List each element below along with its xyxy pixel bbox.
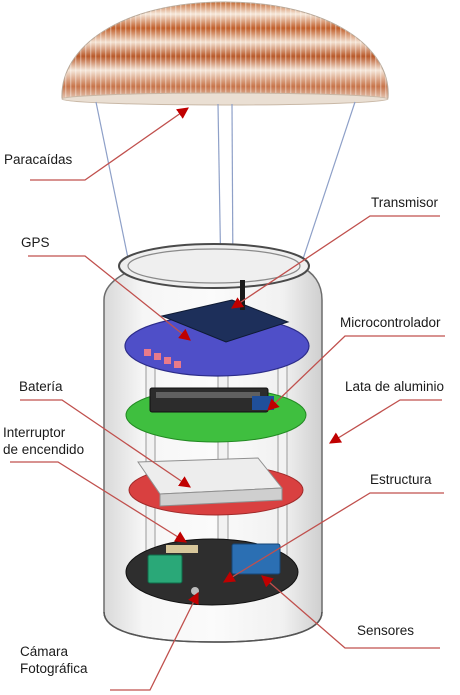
leader-bateria: [20, 399, 191, 488]
label-microcontrolador: Microcontrolador: [340, 315, 441, 330]
leader-microcontrolador: [267, 335, 445, 411]
leader-lines: [10, 107, 445, 691]
leader-estructura: [223, 492, 444, 583]
label-paracaidas: Paracaídas: [4, 152, 73, 167]
leader-transmisor: [231, 215, 440, 309]
label-interruptor-de-encendido: Interruptor de encendido: [3, 425, 85, 457]
leader-sensores: [261, 575, 440, 649]
label-transmisor: Transmisor: [371, 195, 439, 210]
label-camara-fotografica: Cámara Fotográfica: [20, 644, 88, 676]
leader-paracaidas: [30, 107, 189, 181]
label-estructura: Estructura: [370, 472, 432, 487]
label-gps: GPS: [21, 235, 50, 250]
gps-board: [124, 280, 310, 377]
parachute: [61, 1, 389, 106]
battery-board: [128, 457, 304, 516]
leader-lata: [329, 399, 442, 444]
label-sensores: Sensores: [357, 623, 415, 638]
leader-camara: [110, 591, 199, 691]
label-lata-de-aluminio: Lata de aluminio: [345, 379, 445, 394]
base-board: [125, 538, 299, 606]
leader-gps: [28, 255, 191, 341]
microcontroller-board: [125, 387, 307, 443]
leader-interruptor: [10, 461, 187, 543]
label-bateria: Batería: [19, 379, 63, 394]
